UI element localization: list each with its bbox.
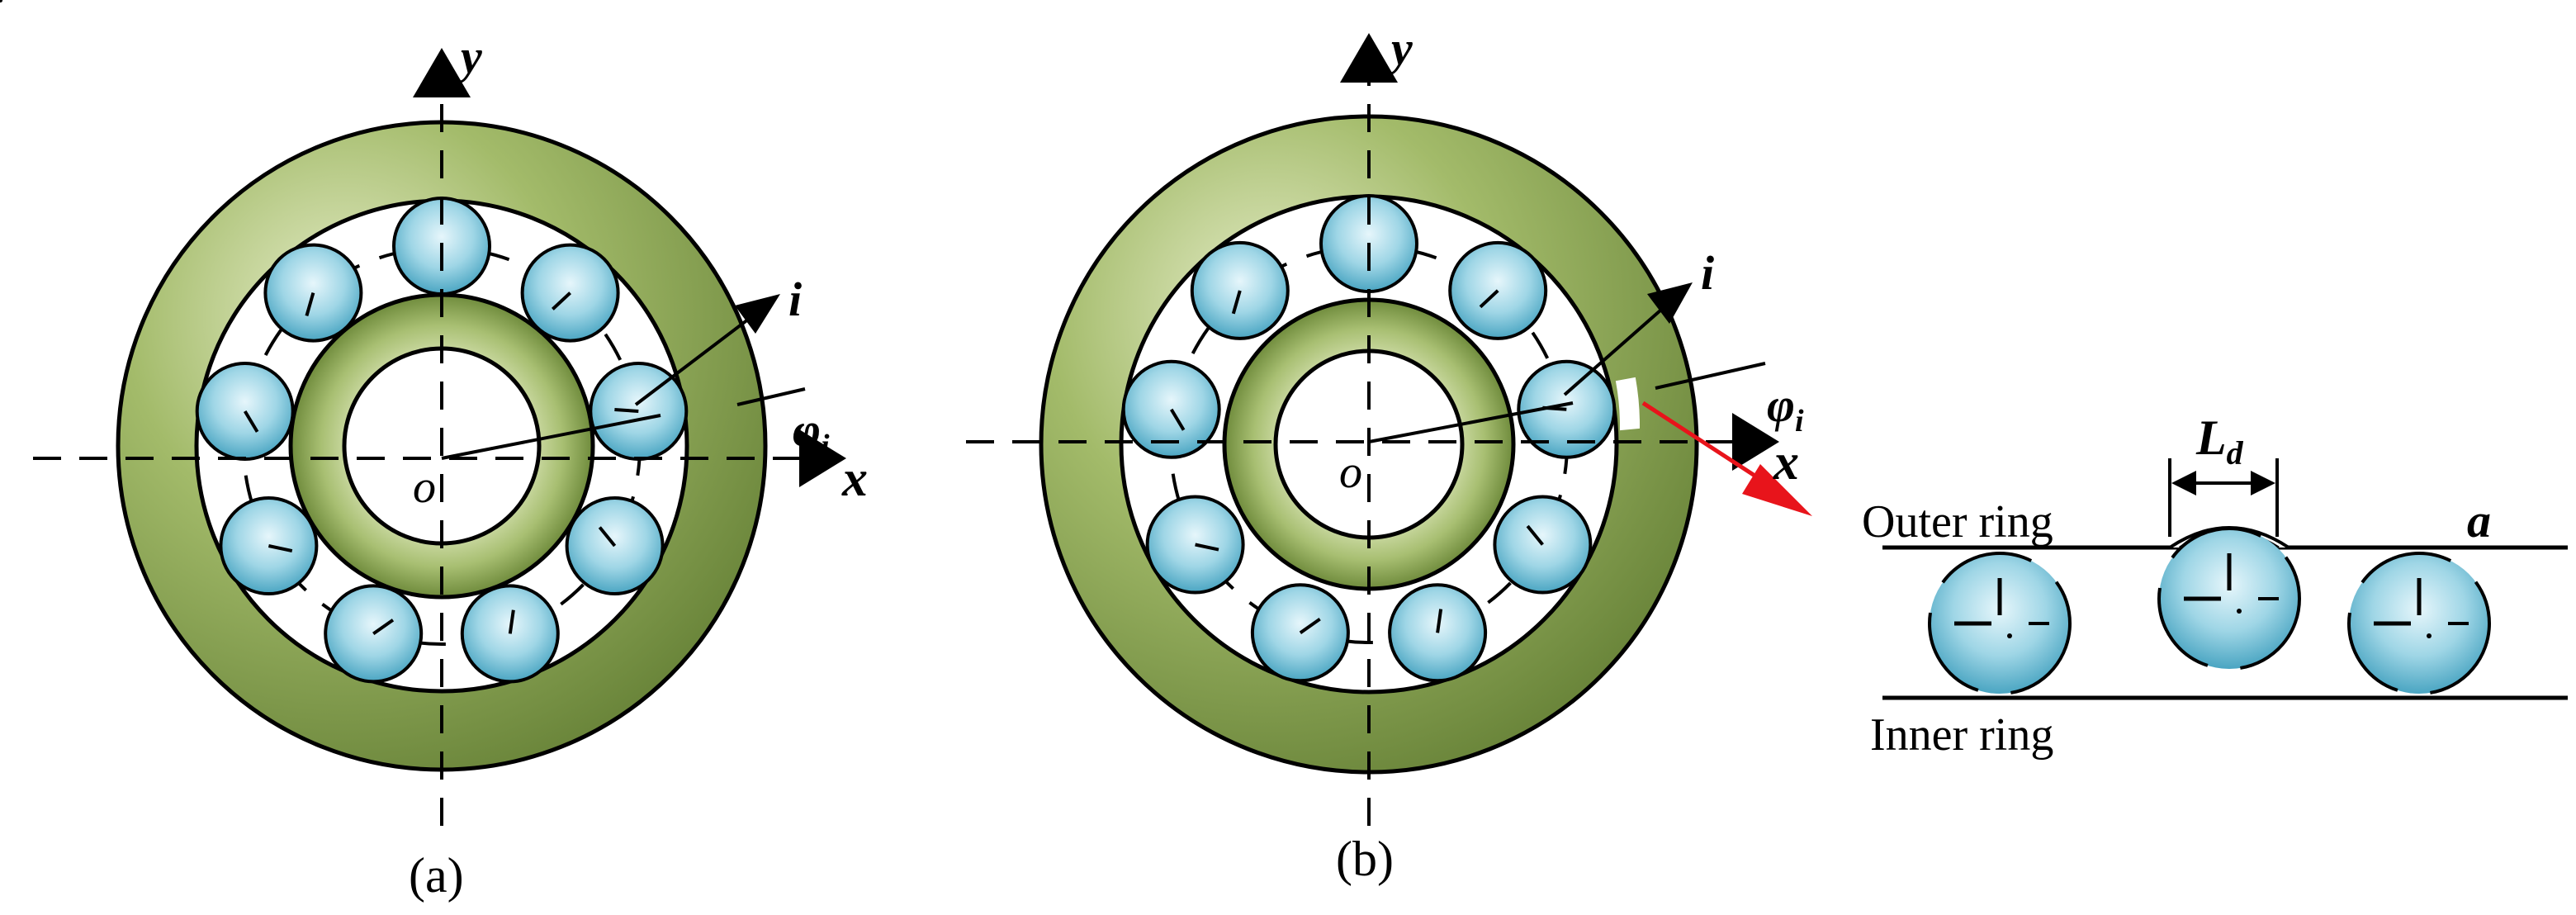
defect-pointer-arrow <box>1641 401 1777 491</box>
rolling-elements <box>1928 527 2491 695</box>
direction-label: i <box>1701 246 1714 300</box>
ball-marker <box>1526 524 1544 546</box>
dimension-arrowhead-left <box>2171 471 2196 495</box>
y-axis-arrowhead <box>1340 33 1398 83</box>
ball-marker <box>598 526 617 548</box>
ball-center-dot <box>2007 633 2012 638</box>
ball <box>0 0 1593 595</box>
y-axis-arrowhead <box>413 48 471 97</box>
angle-tick <box>736 387 806 406</box>
ball <box>0 0 1548 340</box>
inner-ring-label: Inner ring <box>1870 709 2053 761</box>
radius-line <box>441 414 661 460</box>
defect-length-label: Ld <box>2195 410 2244 472</box>
caption-a: (a) <box>409 848 464 903</box>
ball <box>2157 527 2301 671</box>
outer-ring-label: Outer ring <box>1862 496 2053 548</box>
x-axis-label: x <box>841 451 868 507</box>
ball-marker <box>1231 290 1242 315</box>
dimension-arrowhead-right <box>2251 471 2275 495</box>
ball-marker <box>1436 609 1443 633</box>
ball-marker <box>305 292 315 317</box>
defect-pointer-arrowhead <box>1742 464 1812 516</box>
ball-center-dot <box>2237 609 2242 614</box>
ball-marker <box>1195 543 1219 552</box>
direction-arrow <box>1563 302 1669 396</box>
direction-label: i <box>788 273 802 326</box>
radius-line <box>1368 401 1574 443</box>
ball <box>0 0 424 684</box>
ball-body <box>2157 527 2301 671</box>
ball <box>0 0 363 343</box>
unrolled-race-detail: Ld Outer ring Inner ring a <box>1862 410 2568 761</box>
x-axis-arrowhead <box>1732 413 1779 471</box>
bearing-panel-b: y x i φi o (b) <box>0 0 1812 886</box>
ball-marker <box>508 609 515 634</box>
direction-arrowhead <box>735 294 780 334</box>
y-axis-label: y <box>1386 21 1413 75</box>
ball <box>0 0 1488 683</box>
origin-label: o <box>413 462 436 513</box>
y-axis-label: y <box>456 30 482 83</box>
ball-body <box>1928 552 2072 695</box>
origin-label: o <box>1339 447 1362 498</box>
ball-marker <box>372 619 395 636</box>
ball <box>0 0 1245 595</box>
ball-marker <box>1299 618 1321 634</box>
ball-center-dot <box>0 0 2 2</box>
bearing-panel-a: y x i φi o (a) <box>0 0 868 903</box>
ball-marker <box>1479 289 1499 309</box>
outer-race-defect <box>1615 377 1641 431</box>
direction-arrowhead <box>1647 282 1693 324</box>
ball <box>2347 552 2491 695</box>
ball-body <box>2347 552 2491 695</box>
ball <box>0 0 560 684</box>
ball-marker <box>243 410 259 433</box>
ball <box>0 0 1617 459</box>
ball-marker <box>552 292 571 311</box>
ball-center-dot <box>2427 633 2432 638</box>
x-axis-label: x <box>1773 434 1799 491</box>
ball-marker <box>268 544 293 552</box>
ball-marker <box>614 407 639 413</box>
angle-label: φi <box>1767 378 1804 439</box>
angle-label: φi <box>793 403 830 463</box>
x-axis-arrowhead <box>799 429 846 487</box>
ball <box>0 0 1221 459</box>
ball <box>1928 552 2072 695</box>
ball <box>0 0 1350 683</box>
ball <box>0 0 665 595</box>
direction-arrow <box>634 312 757 406</box>
angle-tick <box>1655 362 1766 390</box>
ball-marker <box>1169 408 1186 431</box>
label-a: a <box>2467 494 2491 548</box>
ball <box>0 0 319 595</box>
ball <box>0 0 1290 340</box>
caption-b: (b) <box>1336 832 1394 886</box>
